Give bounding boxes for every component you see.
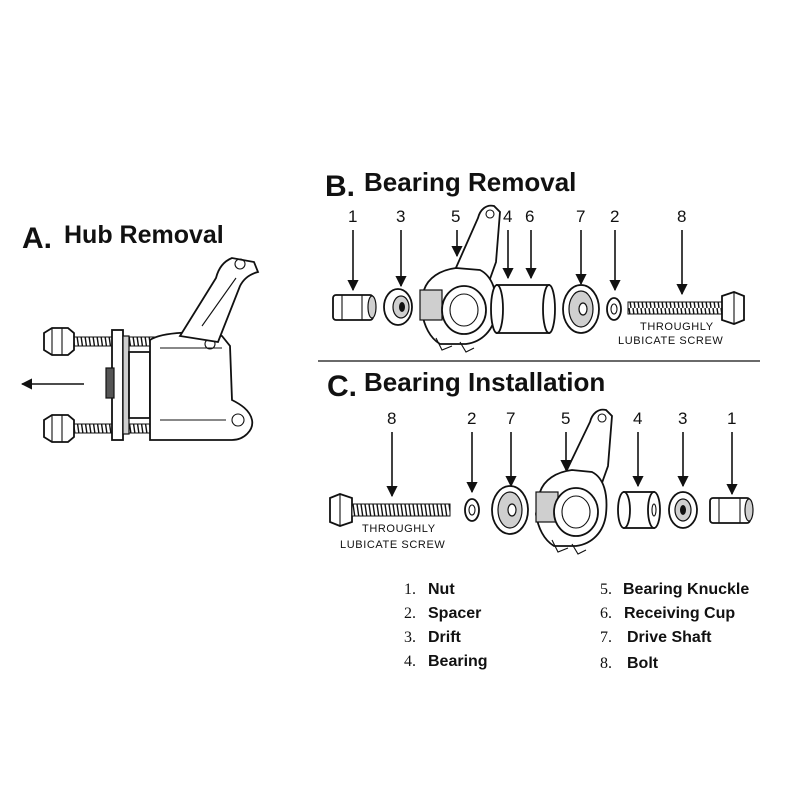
- b-part-receiving-cup: [490, 284, 556, 334]
- c-callout-8: 8: [387, 409, 396, 428]
- section-c-callouts: 8 2 7 5 4 3 1: [386, 409, 738, 498]
- legend-number: 6.: [600, 605, 612, 622]
- c-callout-3: 3: [678, 409, 687, 428]
- b-callout-8: 8: [677, 207, 686, 226]
- legend-label: Spacer: [428, 605, 481, 622]
- bearing-installation-parts: [329, 408, 754, 555]
- bearing-removal-parts: [332, 204, 745, 353]
- section-c-letter: C.: [327, 370, 357, 403]
- legend-number: 1.: [404, 581, 416, 598]
- legend-item: 1. Nut: [404, 581, 455, 598]
- b-lubricate-note: THROUGHLY LUBICATE SCREW: [618, 321, 723, 347]
- legend-item: 5. Bearing Knuckle: [600, 581, 749, 598]
- b-callout-1: 1: [348, 207, 357, 226]
- legend-label: Receiving Cup: [624, 605, 735, 622]
- legend-label: Bolt: [627, 655, 659, 672]
- c-part-drive-shaft: [491, 485, 529, 535]
- b-callout-4: 4: [503, 207, 512, 226]
- section-b-title: Bearing Removal: [364, 167, 576, 197]
- legend-item: 2. Spacer: [404, 605, 481, 622]
- c-lubricate-note: THROUGHLY LUBICATE SCREW: [340, 523, 445, 551]
- legend-item: 3. Drift: [404, 629, 462, 646]
- legend-item: 7. Drive Shaft: [600, 629, 712, 646]
- c-part-nut: [709, 497, 754, 524]
- c-callout-2: 2: [467, 409, 476, 428]
- section-a-title: Hub Removal: [64, 221, 224, 249]
- knuckle-body: [149, 331, 254, 441]
- b-callout-2: 2: [610, 207, 619, 226]
- c-part-bearing: [617, 491, 661, 529]
- upper-rod-nut: [43, 327, 75, 356]
- section-c-heading: C. Bearing Installation: [327, 367, 605, 403]
- legend-number: 5.: [600, 581, 612, 598]
- section-a-heading: A. Hub Removal: [22, 221, 224, 255]
- section-b-letter: B.: [325, 170, 355, 203]
- legend-item: 6. Receiving Cup: [600, 605, 735, 622]
- legend-item: 4. Bearing: [404, 653, 488, 670]
- hub-removal-illustration: [20, 257, 260, 443]
- c-callout-5: 5: [561, 409, 570, 428]
- b-note-line-2: LUBICATE SCREW: [618, 335, 723, 347]
- lower-rod-nut: [43, 414, 75, 443]
- b-note-line-1: THROUGHLY: [640, 321, 714, 333]
- c-callout-4: 4: [633, 409, 642, 428]
- legend-label: Drive Shaft: [627, 629, 712, 646]
- c-callout-7: 7: [506, 409, 515, 428]
- legend-item: 8. Bolt: [600, 655, 659, 672]
- c-note-line-1: THROUGHLY: [362, 523, 436, 535]
- section-b-heading: B. Bearing Removal: [325, 167, 576, 203]
- legend-number: 4.: [404, 653, 416, 670]
- c-part-bearing-knuckle: [535, 408, 613, 555]
- b-part-drive-shaft: [562, 284, 600, 334]
- c-part-drift: [668, 491, 698, 529]
- section-a-letter: A.: [22, 222, 52, 255]
- section-b-callouts: 1 3 5 4 6 7 2 8: [347, 207, 688, 296]
- legend-number: 7.: [600, 629, 612, 646]
- legend-number: 3.: [404, 629, 416, 646]
- b-part-bolt: [627, 291, 745, 325]
- c-callout-1: 1: [727, 409, 736, 428]
- b-part-drift: [383, 288, 413, 326]
- b-callout-5: 5: [451, 207, 460, 226]
- hub-center-boss: [105, 367, 115, 399]
- steering-arm: [178, 257, 260, 344]
- b-callout-7: 7: [576, 207, 585, 226]
- b-part-spacer: [606, 297, 622, 321]
- legend-label: Bearing Knuckle: [623, 581, 749, 598]
- section-c-title: Bearing Installation: [364, 367, 605, 397]
- parts-legend: 1. Nut 2. Spacer 3. Drift 4. Bearing 5. …: [404, 581, 749, 672]
- legend-label: Nut: [428, 581, 455, 598]
- hub-flange: [128, 351, 151, 419]
- c-note-line-2: LUBICATE SCREW: [340, 539, 445, 551]
- c-part-spacer: [464, 498, 480, 522]
- legend-number: 2.: [404, 605, 416, 622]
- b-part-nut: [332, 294, 377, 321]
- legend-label: Drift: [428, 629, 462, 646]
- legend-label: Bearing: [428, 653, 488, 670]
- b-callout-3: 3: [396, 207, 405, 226]
- c-part-bolt: [329, 493, 451, 527]
- b-part-bearing-knuckle: [419, 204, 501, 353]
- legend-number: 8.: [600, 655, 612, 672]
- b-callout-6: 6: [525, 207, 534, 226]
